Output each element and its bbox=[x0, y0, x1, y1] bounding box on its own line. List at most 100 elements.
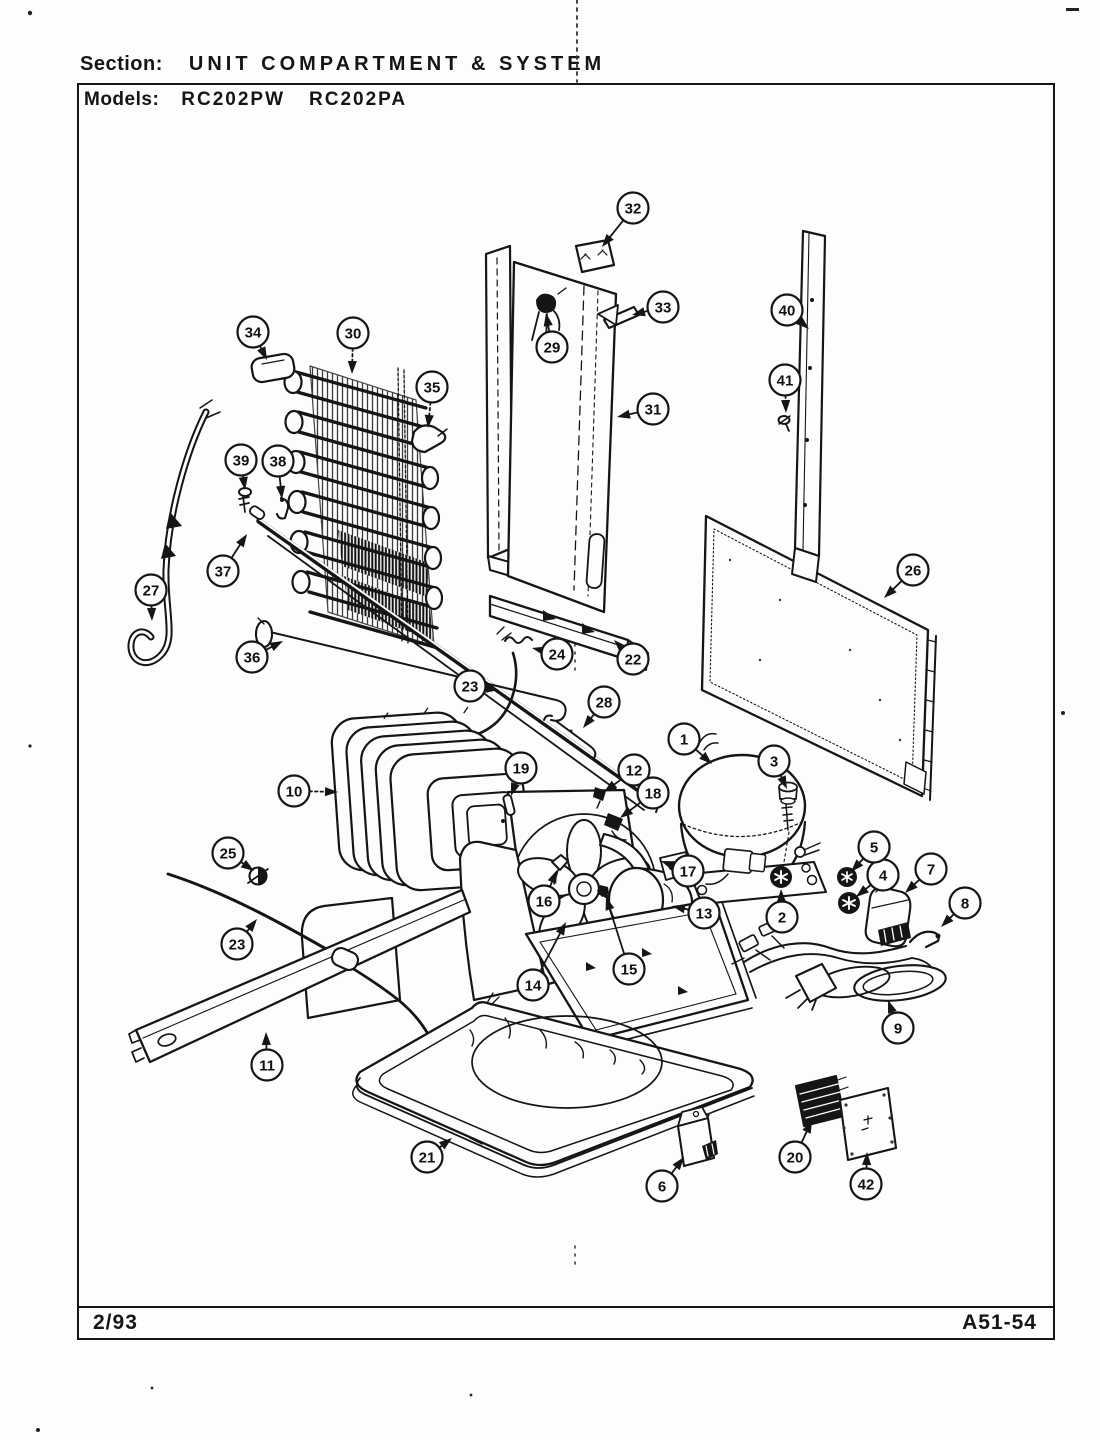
svg-text:5: 5 bbox=[870, 840, 878, 857]
svg-text:40: 40 bbox=[779, 303, 796, 320]
part-rail-grommet bbox=[330, 947, 360, 971]
svg-text:39: 39 bbox=[233, 453, 250, 470]
callout-8: 8 bbox=[941, 886, 982, 927]
part-27-drain-tube bbox=[127, 399, 221, 667]
svg-text:30: 30 bbox=[345, 326, 362, 343]
callout-2: 2 bbox=[765, 889, 799, 934]
callout-18: 18 bbox=[620, 776, 670, 818]
part-6-bracket bbox=[676, 1106, 718, 1168]
diagram-border-box bbox=[77, 83, 1055, 1340]
svg-text:17: 17 bbox=[680, 864, 697, 881]
svg-text:29: 29 bbox=[544, 340, 561, 357]
fold-marks bbox=[574, 0, 578, 1265]
callout-1: 1 bbox=[667, 722, 712, 764]
part-34-clip bbox=[250, 352, 296, 384]
callout-13: 13 bbox=[672, 896, 721, 930]
svg-text:19: 19 bbox=[513, 761, 530, 778]
part-2-grommet bbox=[770, 866, 792, 888]
callout-29: 29 bbox=[535, 313, 569, 364]
callout-38: 38 bbox=[261, 444, 295, 499]
svg-text:34: 34 bbox=[245, 325, 262, 342]
model-number-1: RC202PW bbox=[181, 89, 286, 110]
part-32-bracket bbox=[574, 238, 616, 274]
callout-24: 24 bbox=[532, 637, 574, 671]
callout-14: 14 bbox=[516, 922, 566, 1002]
callout-40: 40 bbox=[770, 293, 809, 329]
page-date: 2/93 bbox=[93, 1311, 138, 1334]
svg-text:13: 13 bbox=[696, 906, 713, 923]
part-24-spring-clip bbox=[496, 626, 533, 644]
models-label: Models: bbox=[84, 89, 160, 110]
svg-text:10: 10 bbox=[286, 784, 303, 801]
callout-12: 12 bbox=[604, 753, 651, 792]
svg-text:8: 8 bbox=[961, 896, 969, 913]
callout-33: 33 bbox=[632, 290, 680, 324]
page-title: UNIT COMPARTMENT & SYSTEM bbox=[188, 53, 606, 75]
callout-34: 34 bbox=[236, 315, 270, 360]
part-12-screw bbox=[593, 787, 606, 809]
part-35-clip bbox=[410, 424, 448, 454]
callout-32: 32 bbox=[602, 191, 650, 247]
svg-text:14: 14 bbox=[525, 978, 542, 995]
part-25-grommet bbox=[247, 866, 269, 886]
callout-22: 22 bbox=[614, 640, 650, 676]
svg-text:37: 37 bbox=[215, 564, 232, 581]
callout-17: 17 bbox=[661, 854, 705, 888]
callout-39: 39 bbox=[224, 443, 258, 490]
svg-text:28: 28 bbox=[596, 695, 613, 712]
svg-text:42: 42 bbox=[858, 1177, 875, 1194]
part-28-capillary-rod bbox=[543, 714, 597, 759]
svg-text:1: 1 bbox=[680, 732, 688, 749]
footer-divider bbox=[77, 1306, 1055, 1308]
part-38-fastener bbox=[275, 496, 290, 520]
svg-text:27: 27 bbox=[143, 583, 160, 600]
callout-25: 25 bbox=[211, 836, 254, 871]
svg-text:18: 18 bbox=[645, 786, 662, 803]
callout-16: 16 bbox=[527, 870, 561, 918]
part-39-screw bbox=[238, 487, 252, 513]
part-40-trim-strip bbox=[791, 229, 827, 583]
svg-text:25: 25 bbox=[220, 846, 237, 863]
svg-text:2: 2 bbox=[778, 910, 786, 927]
callout-21: 21 bbox=[410, 1138, 452, 1174]
svg-text:33: 33 bbox=[655, 300, 672, 317]
svg-text:3: 3 bbox=[770, 754, 778, 771]
part-7-relay bbox=[864, 882, 912, 948]
svg-text:4: 4 bbox=[879, 868, 888, 885]
callout-27: 27 bbox=[134, 573, 168, 621]
callout-11: 11 bbox=[250, 1032, 284, 1082]
section-header: Section:UNIT COMPARTMENT & SYSTEM bbox=[80, 53, 605, 76]
callout-26: 26 bbox=[884, 553, 930, 598]
part-19-pin bbox=[501, 794, 516, 823]
svg-text:7: 7 bbox=[927, 862, 935, 879]
part-23-tube-lower bbox=[166, 872, 430, 1036]
callout-41: 41 bbox=[768, 363, 802, 413]
callout-37: 37 bbox=[206, 534, 247, 588]
callout-23: 23 bbox=[220, 919, 257, 961]
svg-text:26: 26 bbox=[905, 563, 922, 580]
callout-9: 9 bbox=[881, 1000, 915, 1045]
part-15-hub-nut bbox=[597, 885, 609, 897]
callout-19: 19 bbox=[504, 751, 538, 796]
svg-text:31: 31 bbox=[645, 402, 662, 419]
callout-31: 31 bbox=[617, 392, 670, 426]
callout-15: 15 bbox=[605, 897, 646, 986]
part-42-cover-plate bbox=[838, 1086, 898, 1162]
part-11-base-rail bbox=[128, 888, 472, 1064]
svg-text:6: 6 bbox=[658, 1179, 666, 1196]
svg-text:22: 22 bbox=[625, 652, 642, 669]
callout-10: 10 bbox=[277, 774, 338, 808]
part-9-wiring-harness bbox=[731, 920, 947, 1011]
part-20-solid-state-block bbox=[795, 1075, 851, 1127]
svg-text:16: 16 bbox=[536, 894, 553, 911]
part-26-cover-panel bbox=[700, 514, 937, 801]
svg-text:15: 15 bbox=[621, 962, 638, 979]
callout-7: 7 bbox=[905, 852, 948, 893]
part-31-partition-panel bbox=[484, 244, 618, 614]
callout-6: 6 bbox=[645, 1157, 684, 1203]
svg-text:21: 21 bbox=[419, 1150, 436, 1167]
svg-text:35: 35 bbox=[424, 380, 441, 397]
svg-text:23: 23 bbox=[229, 937, 246, 954]
